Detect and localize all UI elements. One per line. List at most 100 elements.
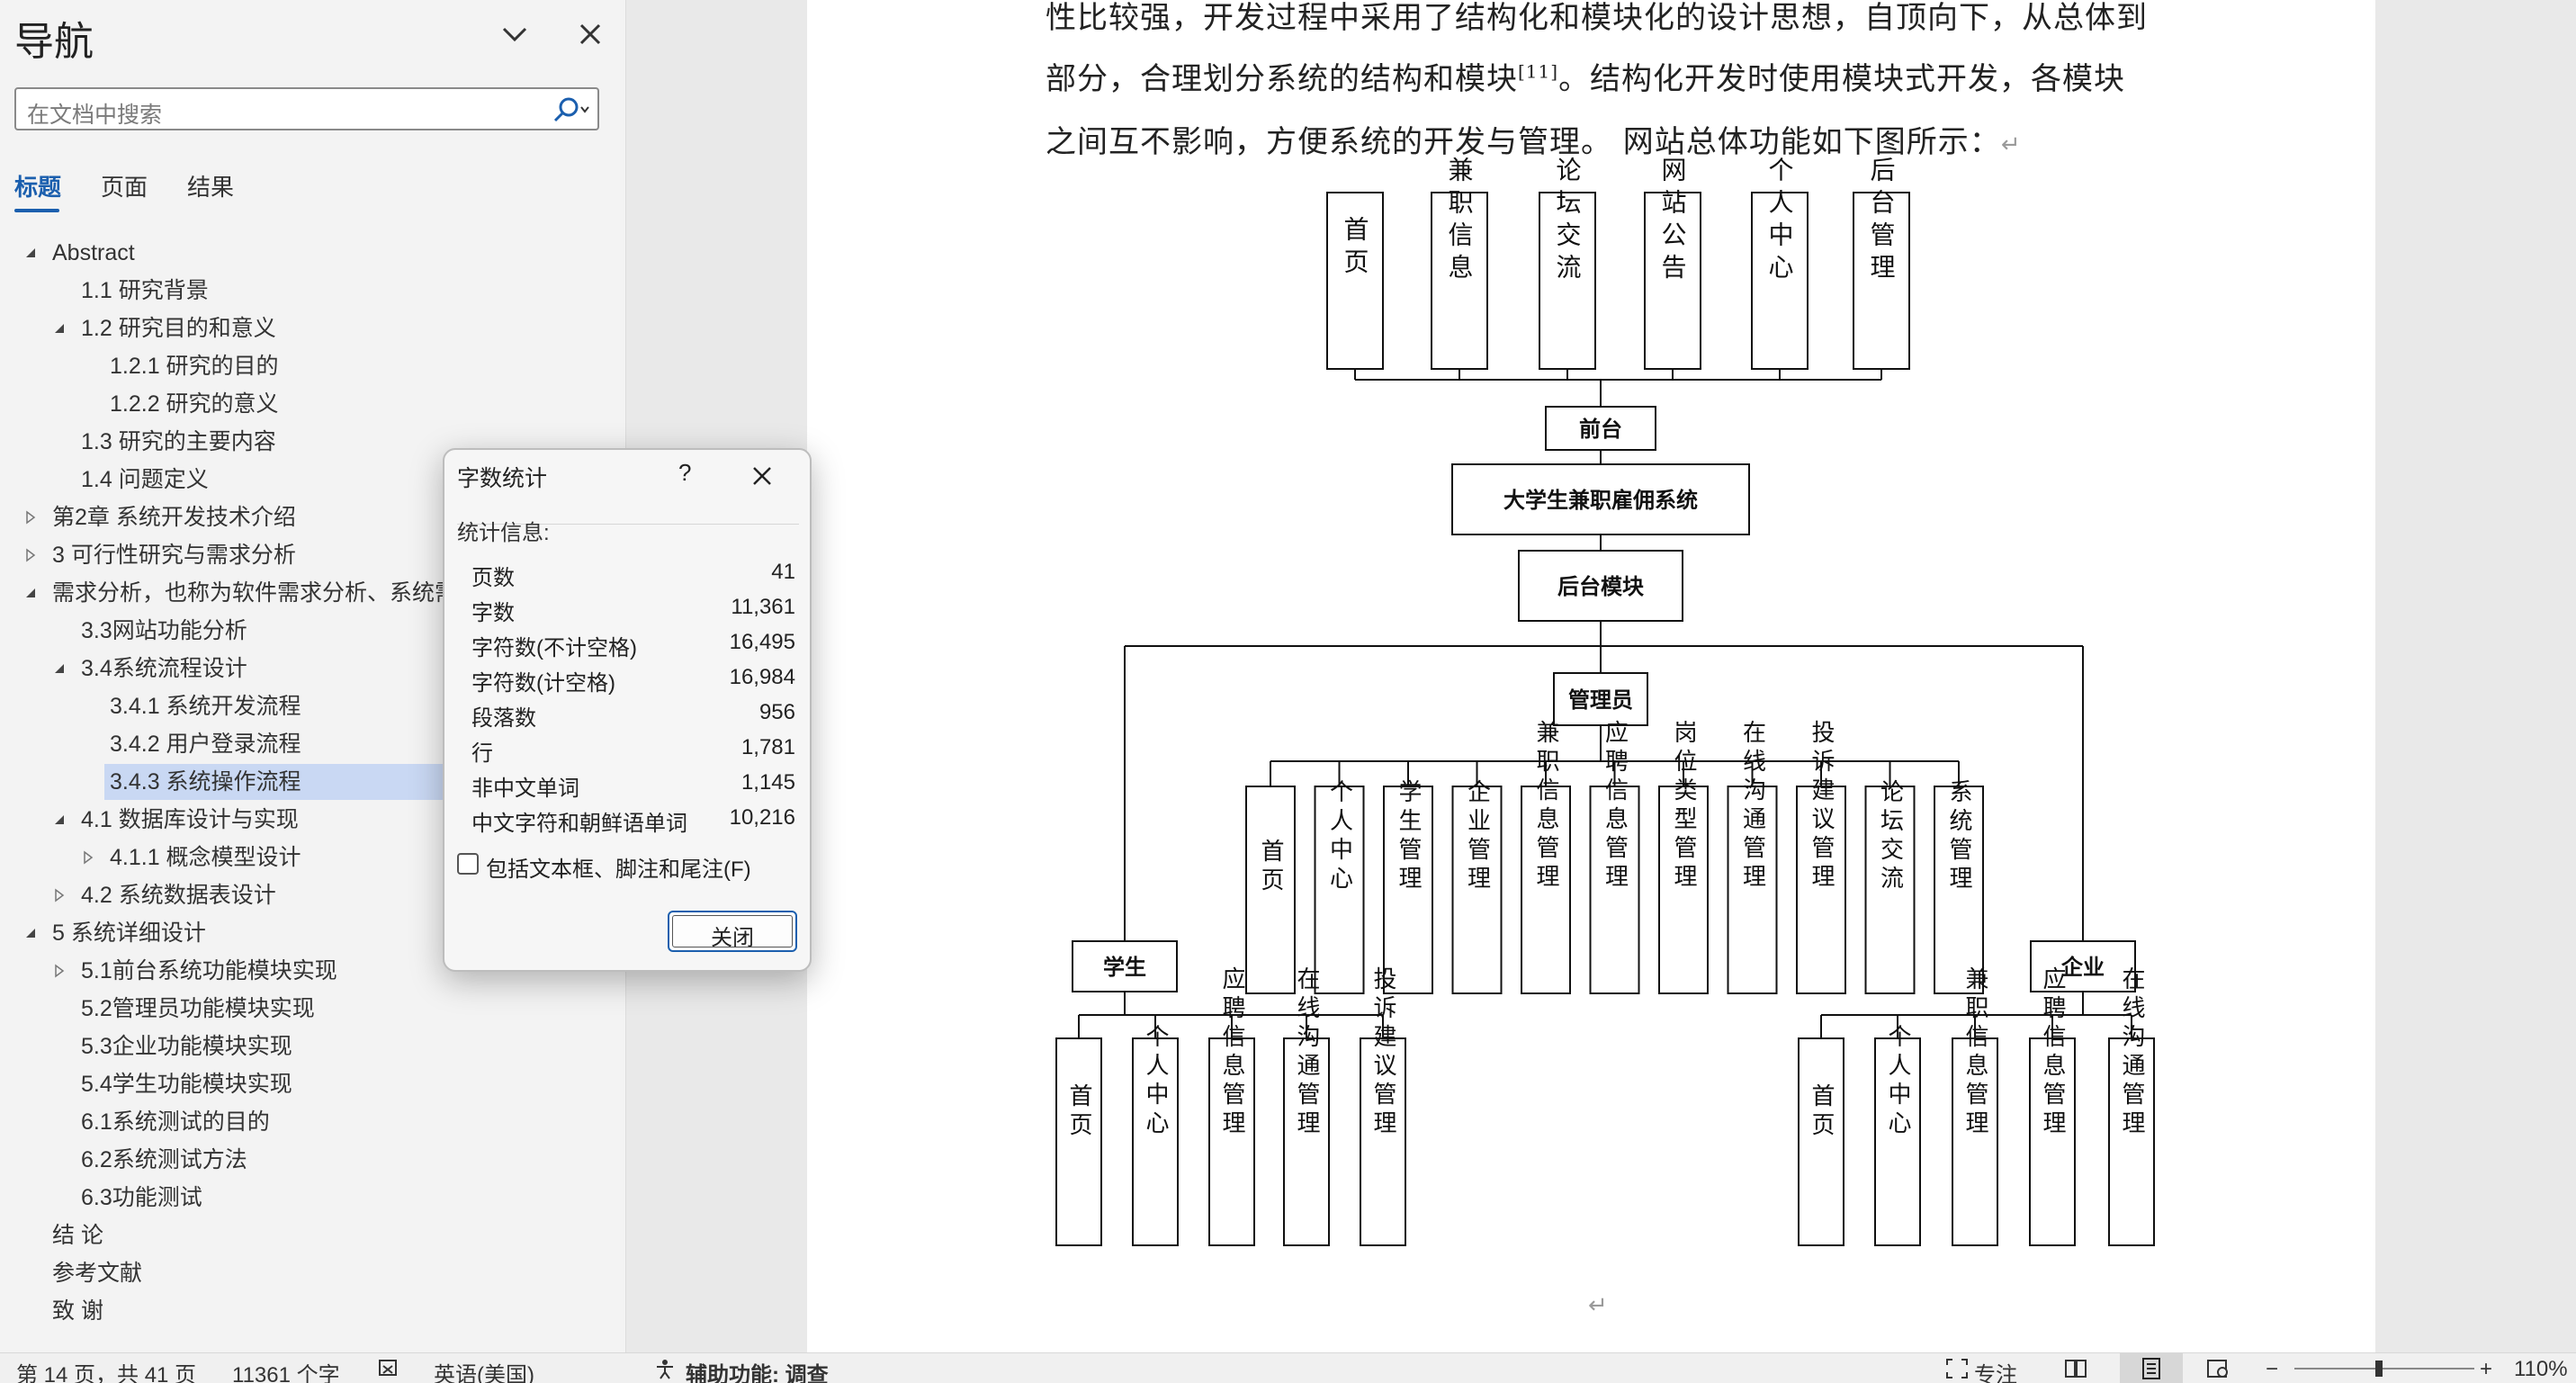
word-count[interactable]: 11361 个字 <box>232 1363 340 1383</box>
toc-item[interactable]: 1.4 问题定义 <box>0 462 621 498</box>
include-textboxes-checkbox[interactable] <box>457 853 479 875</box>
focus-mode[interactable]: 专注 <box>1974 1363 2017 1383</box>
toc-item[interactable]: 需求分析，也称为软件需求分析、系统需 <box>0 575 621 611</box>
statistic-label: 非中文单词 <box>471 777 579 801</box>
accessibility-icon[interactable] <box>653 1358 677 1379</box>
toc-item[interactable]: 4.1 数据库设计与实现 <box>0 802 621 838</box>
toc-item-label: 4.1.1 概念模型设计 <box>110 845 301 870</box>
close-button-label: 关闭 <box>711 926 754 950</box>
toc-item[interactable]: 1.1 研究背景 <box>0 273 621 309</box>
toc-item[interactable]: 6.2系统测试方法 <box>0 1142 621 1178</box>
zoom-slider[interactable] <box>2294 1368 2474 1370</box>
toc-item[interactable]: 3.4.1 系统开发流程 <box>0 688 621 724</box>
admin-module-label: 系统管理 <box>1945 779 1972 894</box>
front-module-label: 后台管理 <box>1867 157 1897 286</box>
focus-icon[interactable] <box>1945 1358 1969 1379</box>
front-module-box <box>1539 192 1596 370</box>
toc-item[interactable]: Abstract <box>0 235 621 271</box>
toc-item[interactable]: 参考文献 <box>0 1255 621 1291</box>
collapsed-triangle-icon[interactable] <box>81 850 95 865</box>
toc-item[interactable]: 4.2 系统数据表设计 <box>0 877 621 913</box>
toc-item-label: 1.2 研究目的和意义 <box>81 316 276 341</box>
company-module-label: 兼职信息管理 <box>1961 966 1988 1139</box>
zoom-in-button[interactable]: + <box>2480 1357 2493 1381</box>
toc-item[interactable]: 5 系统详细设计 <box>0 915 621 951</box>
admin-module-box <box>1658 786 1709 994</box>
search-input[interactable]: 在文档中搜索 <box>14 87 599 130</box>
zoom-slider-thumb[interactable] <box>2375 1361 2383 1377</box>
expanded-triangle-icon[interactable] <box>52 321 67 336</box>
tab-pages[interactable]: 页面 <box>101 174 148 201</box>
root-node-box <box>1451 463 1750 535</box>
collapsed-triangle-icon[interactable] <box>23 548 38 562</box>
zoom-level[interactable]: 110% <box>2514 1357 2568 1381</box>
toc-item[interactable]: 3.4系统流程设计 <box>0 651 621 687</box>
citation: [11] <box>1518 60 1559 83</box>
toc-item[interactable]: 1.3 研究的主要内容 <box>0 424 621 460</box>
toc-item[interactable]: 5.2管理员功能模块实现 <box>0 991 621 1027</box>
checkbox-label[interactable]: 包括文本框、脚注和尾注(F) <box>486 858 751 882</box>
search-icon[interactable] <box>547 94 592 125</box>
company-module-box <box>1874 1037 1921 1246</box>
close-icon[interactable] <box>572 16 608 52</box>
collapsed-triangle-icon[interactable] <box>52 964 67 978</box>
toc-item[interactable]: 3 可行性研究与需求分析 <box>0 537 621 573</box>
close-button[interactable]: 关闭 <box>668 911 797 952</box>
toc-item[interactable]: 5.3企业功能模块实现 <box>0 1028 621 1064</box>
admin-module-box <box>1383 786 1433 994</box>
tab-results[interactable]: 结果 <box>187 174 235 201</box>
toc-item[interactable]: 3.4.2 用户登录流程 <box>0 726 621 762</box>
tab-headings[interactable]: 标题 <box>14 174 62 201</box>
toc-item[interactable]: 5.4学生功能模块实现 <box>0 1066 621 1102</box>
student-module-box <box>1132 1037 1179 1246</box>
expanded-triangle-icon[interactable] <box>23 586 38 600</box>
toc-item-label: 致 谢 <box>52 1298 103 1324</box>
toc-item[interactable]: 致 谢 <box>0 1293 621 1329</box>
toc-item-label: 第2章 系统开发技术介绍 <box>52 505 296 530</box>
language[interactable]: 英语(美国) <box>434 1363 534 1383</box>
page-count[interactable]: 第 14 页，共 41 页 <box>16 1363 197 1383</box>
print-layout-icon[interactable] <box>2140 1358 2163 1379</box>
statistic-value: 11,361 <box>731 595 795 619</box>
company-module-label: 应聘信息管理 <box>2039 966 2066 1139</box>
toc-item-label: 1.1 研究背景 <box>81 278 209 303</box>
toc-item[interactable]: 1.2.2 研究的意义 <box>0 386 621 422</box>
statistic-label: 中文字符和朝鲜语单词 <box>471 812 687 836</box>
chevron-down-icon[interactable] <box>497 16 533 52</box>
help-button[interactable]: ? <box>678 459 692 486</box>
zoom-out-button[interactable]: − <box>2266 1357 2279 1381</box>
accessibility-status[interactable]: 辅助功能: 调查 <box>686 1363 829 1383</box>
expanded-triangle-icon[interactable] <box>52 661 67 676</box>
proofing-icon[interactable] <box>378 1358 401 1379</box>
toc-item[interactable]: 第2章 系统开发技术介绍 <box>0 499 621 535</box>
expanded-triangle-icon[interactable] <box>52 813 67 827</box>
close-icon[interactable] <box>749 462 776 489</box>
toc-item-label: 6.2系统测试方法 <box>81 1147 247 1172</box>
admin-module-box <box>1314 786 1365 994</box>
toc-item-label: 参考文献 <box>52 1261 143 1286</box>
tab-underline <box>14 209 59 212</box>
collapsed-triangle-icon[interactable] <box>23 510 38 525</box>
expanded-triangle-icon[interactable] <box>23 246 38 260</box>
toc-item[interactable]: 3.3网站功能分析 <box>0 613 621 649</box>
collapsed-triangle-icon[interactable] <box>52 888 67 903</box>
web-layout-icon[interactable] <box>2206 1358 2230 1379</box>
admin-module-label: 兼职信息管理 <box>1532 720 1559 893</box>
statistic-value: 956 <box>758 700 795 724</box>
expanded-triangle-icon[interactable] <box>23 926 38 940</box>
toc-item[interactable]: 1.2 研究目的和意义 <box>0 310 621 346</box>
toc-item[interactable]: 5.1前台系统功能模块实现 <box>0 953 621 989</box>
read-mode-icon[interactable] <box>2064 1358 2087 1379</box>
document-page[interactable]: 性比较强，开发过程中采用了结构化和模块化的设计思想，自顶向下，从总体到 部分，合… <box>807 0 2375 1352</box>
front-module-label: 论坛交流 <box>1553 157 1583 286</box>
company-module-box <box>1952 1037 1998 1246</box>
toc-item[interactable]: 结 论 <box>0 1217 621 1253</box>
company-module-label: 在线沟通管理 <box>2118 966 2145 1139</box>
toc-item[interactable]: 1.2.1 研究的目的 <box>0 348 621 384</box>
toc-item[interactable]: 4.1.1 概念模型设计 <box>0 840 621 876</box>
admin-module-box <box>1521 786 1571 994</box>
toc-item[interactable]: 6.1系统测试的目的 <box>0 1104 621 1140</box>
statistic-value: 1,781 <box>740 735 795 759</box>
toc-item[interactable]: 6.3功能测试 <box>0 1180 621 1216</box>
